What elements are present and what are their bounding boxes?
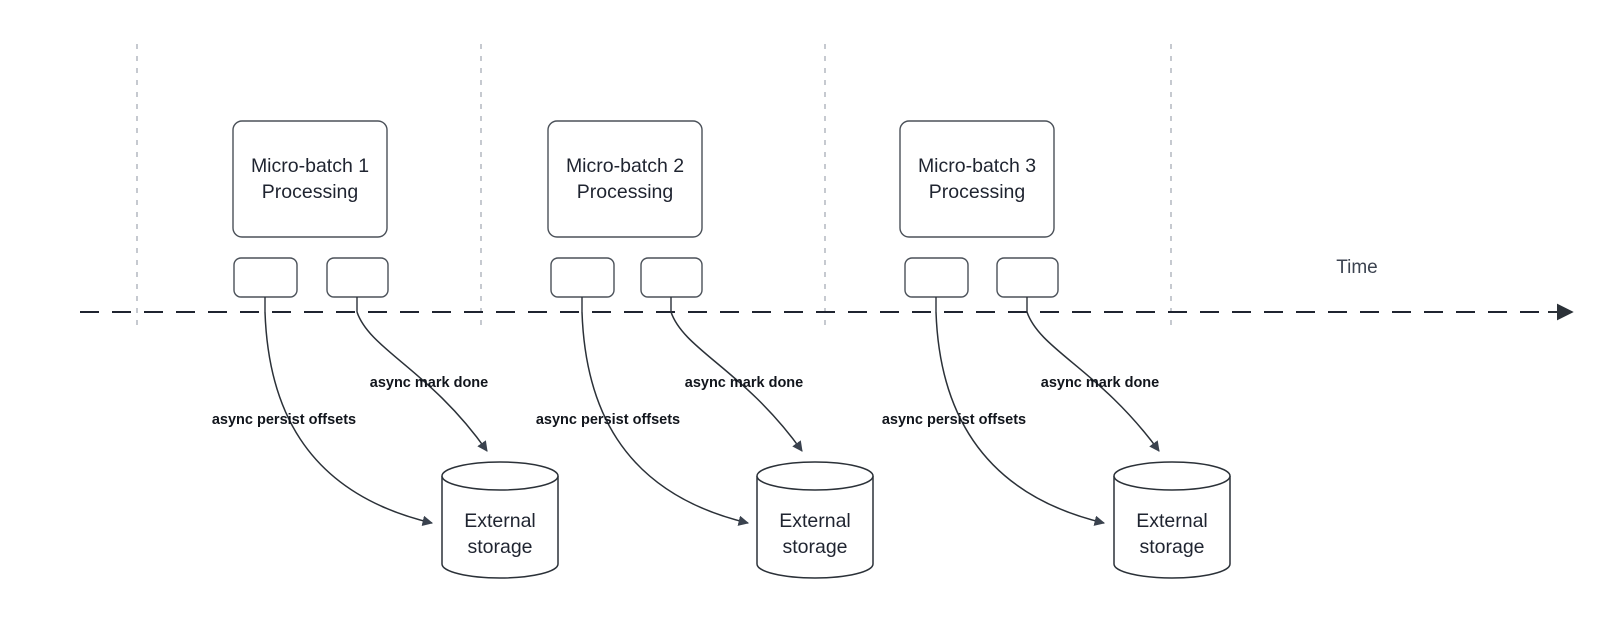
batch-2-persist-offsets-arrow <box>581 311 750 526</box>
batch-2-mark-done-task[interactable] <box>640 257 703 298</box>
batch-2-mark-done-label: async mark done <box>685 375 803 391</box>
micro-batch-3-label-line2: Processing <box>929 181 1025 203</box>
batch-3-storage-label-line2: storage <box>1139 536 1204 558</box>
batch-2-persist-offsets-label: async persist offsets <box>536 412 680 428</box>
micro-batch-2-label-line1: Micro-batch 2 <box>566 155 684 177</box>
batch-2-external-storage[interactable]: External storage <box>756 461 874 579</box>
batch-3-mark-done-task[interactable] <box>996 257 1059 298</box>
batch-1-persist-offsets-arrow <box>264 311 434 526</box>
micro-batch-3-label-line1: Micro-batch 3 <box>918 155 1036 177</box>
batch-group-1: Micro-batch 1 Processing async persist o… <box>212 120 559 579</box>
batch-2-storage-label-line1: External <box>779 510 851 532</box>
micro-batch-2-box[interactable] <box>547 120 703 238</box>
batch-1-mark-done-label: async mark done <box>370 375 488 391</box>
batch-3-storage-top <box>1113 461 1231 491</box>
batch-3-persist-offsets-label: async persist offsets <box>882 412 1026 428</box>
micro-batch-1-label-line2: Processing <box>262 181 358 203</box>
micro-batch-3-box[interactable] <box>899 120 1055 238</box>
batch-3-mark-done-arrow <box>1026 311 1160 452</box>
batch-1-storage-body <box>441 476 559 579</box>
time-axis-label: Time <box>1336 257 1378 278</box>
batch-1-persist-offsets-task[interactable] <box>233 257 298 298</box>
batch-2-mark-done-arrow <box>670 311 803 452</box>
micro-batch-2-label-line2: Processing <box>577 181 673 203</box>
batch-1-storage-top <box>441 461 559 491</box>
batch-3-storage-label-line1: External <box>1136 510 1208 532</box>
batch-2-storage-top <box>756 461 874 491</box>
batch-3-persist-offsets-task[interactable] <box>904 257 969 298</box>
batch-1-storage-label-line1: External <box>464 510 536 532</box>
batch-3-persist-offsets-arrow <box>935 311 1106 526</box>
batch-3-storage-body <box>1113 476 1231 579</box>
batch-2-storage-label-line2: storage <box>782 536 847 558</box>
batch-1-mark-done-task[interactable] <box>326 257 389 298</box>
batch-3-mark-done-label: async mark done <box>1041 375 1159 391</box>
batch-1-persist-offsets-label: async persist offsets <box>212 412 356 428</box>
batch-2-persist-offsets-task[interactable] <box>550 257 615 298</box>
batch-2-storage-body <box>756 476 874 579</box>
batch-1-storage-label-line2: storage <box>467 536 532 558</box>
batch-1-external-storage[interactable]: External storage <box>441 461 559 579</box>
batch-group-3: Micro-batch 3 Processing async persist o… <box>882 120 1231 579</box>
batch-group-2: Micro-batch 2 Processing async persist o… <box>536 120 874 579</box>
micro-batch-1-label-line1: Micro-batch 1 <box>251 155 369 177</box>
batch-3-external-storage[interactable]: External storage <box>1113 461 1231 579</box>
micro-batch-1-box[interactable] <box>232 120 388 238</box>
batch-1-mark-done-arrow <box>356 311 488 452</box>
